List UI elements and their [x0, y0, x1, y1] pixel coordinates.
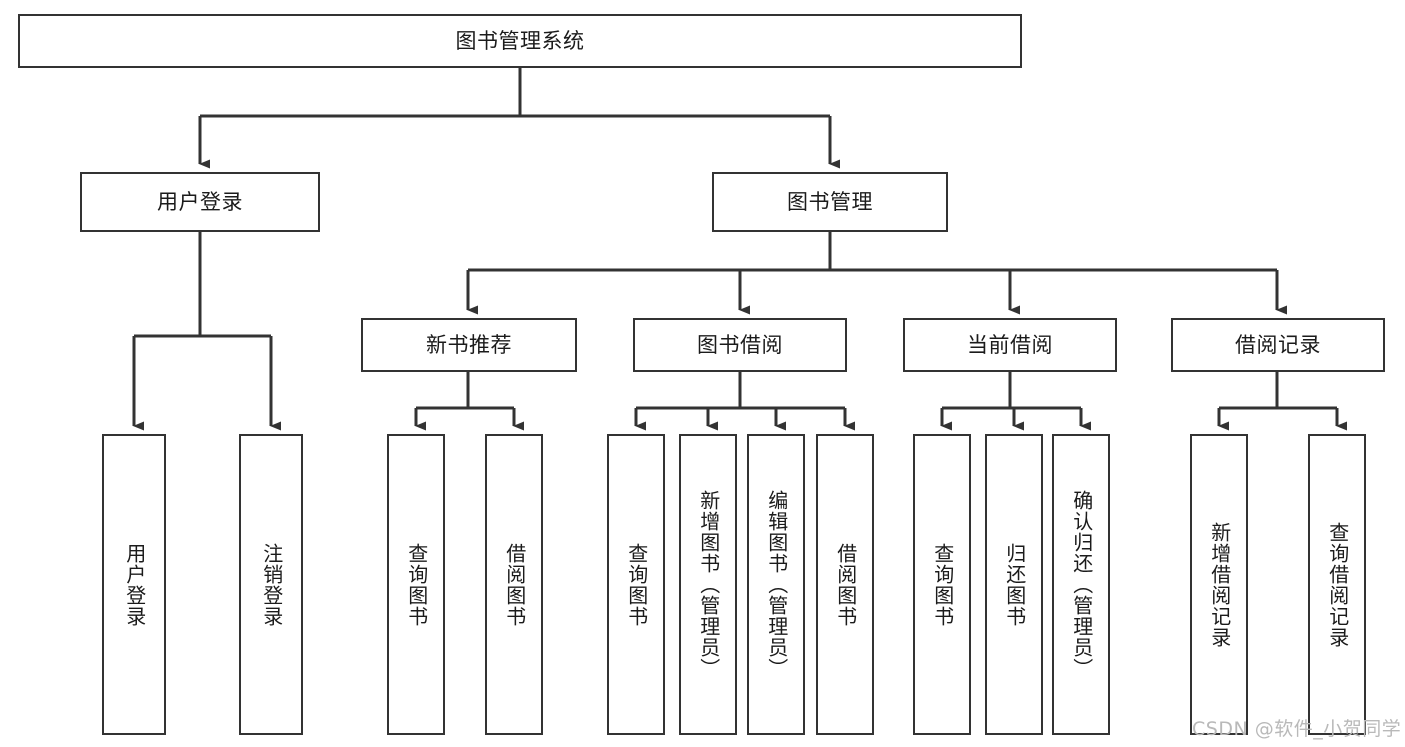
- node-borrow-record[interactable]: 借阅记录: [1171, 318, 1385, 372]
- leaf-edit-book[interactable]: 编辑图书（管理员）: [747, 434, 805, 735]
- node-user-login[interactable]: 用户登录: [80, 172, 320, 232]
- leaf-query-book-borrow[interactable]: 查询图书: [607, 434, 665, 735]
- leaf-confirm-return[interactable]: 确认归还（管理员）: [1052, 434, 1110, 735]
- leaf-edit-book-label: 编辑图书（管理员）: [764, 490, 789, 679]
- leaf-query-borrow-record[interactable]: 查询借阅记录: [1308, 434, 1366, 735]
- leaf-user-login[interactable]: 用户登录: [102, 434, 166, 735]
- leaf-borrow-book[interactable]: 借阅图书: [816, 434, 874, 735]
- leaf-user-login-label: 用户登录: [122, 542, 147, 627]
- node-book-manage[interactable]: 图书管理: [712, 172, 948, 232]
- node-root-label: 图书管理系统: [455, 28, 585, 53]
- leaf-add-book-label: 新增图书（管理员）: [696, 490, 721, 679]
- leaf-return-book[interactable]: 归还图书: [985, 434, 1043, 735]
- leaf-query-book-recommend[interactable]: 查询图书: [387, 434, 445, 735]
- node-current-borrow-label: 当前借阅: [967, 332, 1053, 357]
- node-current-borrow[interactable]: 当前借阅: [903, 318, 1117, 372]
- leaf-add-borrow-record[interactable]: 新增借阅记录: [1190, 434, 1248, 735]
- node-book-borrow[interactable]: 图书借阅: [633, 318, 847, 372]
- leaf-query-borrow-record-label: 查询借阅记录: [1325, 521, 1350, 648]
- node-new-book-recommend[interactable]: 新书推荐: [361, 318, 577, 372]
- node-root[interactable]: 图书管理系统: [18, 14, 1022, 68]
- leaf-borrow-book-label: 借阅图书: [833, 542, 858, 627]
- leaf-user-logout[interactable]: 注销登录: [239, 434, 303, 735]
- leaf-query-book-borrow-label: 查询图书: [624, 542, 649, 627]
- leaf-return-book-label: 归还图书: [1002, 542, 1027, 627]
- leaf-query-book-recommend-label: 查询图书: [404, 542, 429, 627]
- node-borrow-record-label: 借阅记录: [1235, 332, 1321, 357]
- leaf-confirm-return-label: 确认归还（管理员）: [1069, 490, 1094, 679]
- node-new-book-recommend-label: 新书推荐: [426, 332, 512, 357]
- leaf-query-book-current[interactable]: 查询图书: [913, 434, 971, 735]
- node-book-manage-label: 图书管理: [787, 189, 873, 214]
- csdn-watermark: CSDN @软件_小贺同学: [1192, 718, 1402, 740]
- leaf-borrow-book-recommend-label: 借阅图书: [502, 542, 527, 627]
- leaf-user-logout-label: 注销登录: [259, 542, 284, 627]
- leaf-borrow-book-recommend[interactable]: 借阅图书: [485, 434, 543, 735]
- leaf-query-book-current-label: 查询图书: [930, 542, 955, 627]
- node-user-login-label: 用户登录: [157, 189, 243, 214]
- leaf-add-book[interactable]: 新增图书（管理员）: [679, 434, 737, 735]
- leaf-add-borrow-record-label: 新增借阅记录: [1207, 521, 1232, 648]
- node-book-borrow-label: 图书借阅: [697, 332, 783, 357]
